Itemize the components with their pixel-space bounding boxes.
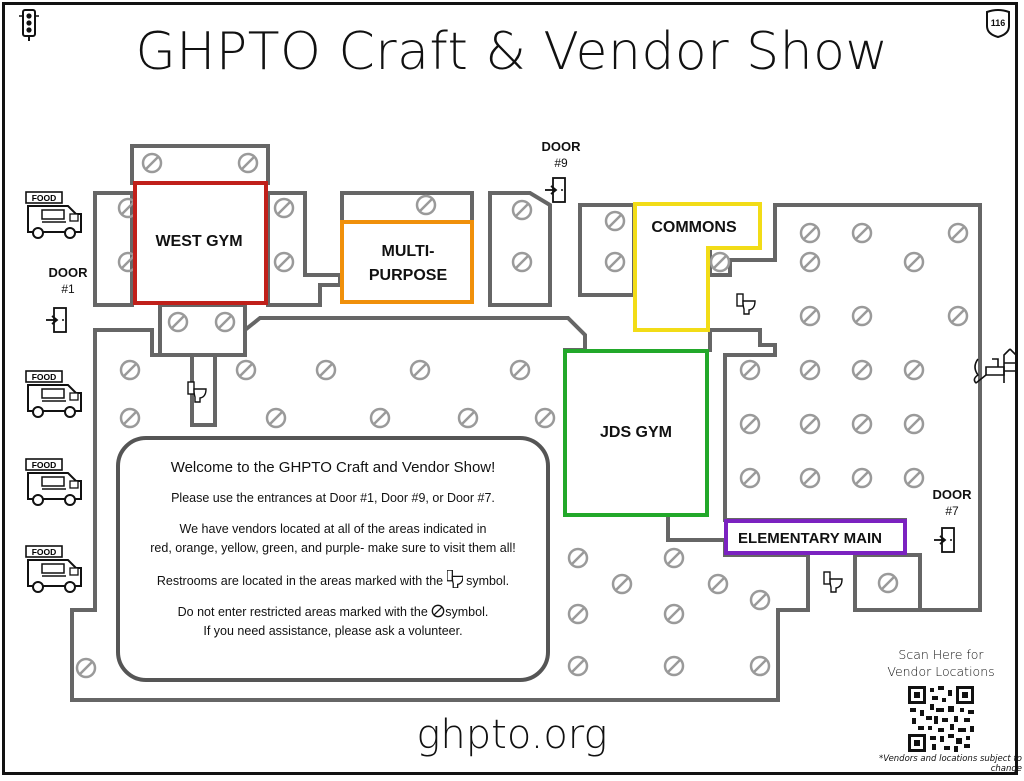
jds-gym-label: JDS GYM xyxy=(600,424,672,441)
commons-label: COMMONS xyxy=(651,219,737,236)
website-url[interactable]: ghpto.org xyxy=(416,712,608,758)
door1-label: DOOR xyxy=(49,265,89,280)
multipurpose-area[interactable] xyxy=(340,220,474,304)
welcome-restricted-text: Do not enter restricted areas marked wit… xyxy=(177,605,428,619)
door1-number: #1 xyxy=(61,282,75,296)
route-badge-number: 116 xyxy=(990,18,1006,28)
playground-icon xyxy=(973,348,1017,384)
scan-line1: Scan Here for xyxy=(898,647,984,662)
svg-text:FOOD: FOOD xyxy=(32,460,57,470)
vendor-areas xyxy=(133,181,907,555)
welcome-entrances: Please use the entrances at Door #1, Doo… xyxy=(171,491,495,505)
route-badge-icon: 116 xyxy=(984,8,1012,38)
welcome-restrooms-suffix: symbol. xyxy=(466,574,510,588)
west-gym-area[interactable] xyxy=(133,181,268,305)
food-truck-icon: FOOD xyxy=(25,458,82,506)
scan-line2: Vendor Locations xyxy=(887,664,995,679)
food-truck-icon: FOOD xyxy=(25,370,82,418)
welcome-assistance: If you need assistance, please ask a vol… xyxy=(203,624,463,638)
multipurpose-label-line1: MULTI- xyxy=(381,243,434,260)
multipurpose-label-line2: PURPOSE xyxy=(369,267,448,284)
welcome-restrooms-text: Restrooms are located in the areas marke… xyxy=(156,574,444,588)
welcome-restrooms: Restrooms are located in the areas marke… xyxy=(120,569,546,591)
food-truck-icon: FOOD xyxy=(25,545,82,593)
jds-gym-area[interactable] xyxy=(563,349,709,517)
door-entry-icon xyxy=(933,527,955,553)
door-entry-icon xyxy=(45,307,67,333)
traffic-light-icon xyxy=(19,9,39,41)
welcome-restricted: Do not enter restricted areas marked wit… xyxy=(120,603,546,641)
qr-code[interactable] xyxy=(908,686,974,752)
welcome-panel: Welcome to the GHPTO Craft and Vendor Sh… xyxy=(116,436,550,682)
welcome-vendors: We have vendors located at all of the ar… xyxy=(120,520,546,558)
elementary-main-label: ELEMENTARY MAIN xyxy=(738,530,882,547)
west-gym-label: WEST GYM xyxy=(155,233,242,250)
page-title: GHPTO Craft & Vendor Show xyxy=(135,22,889,82)
toilet-icon xyxy=(445,569,464,589)
welcome-vendors-line1: We have vendors located at all of the ar… xyxy=(179,522,487,536)
welcome-heading: Welcome to the GHPTO Craft and Vendor Sh… xyxy=(170,459,496,476)
door7-number: #7 xyxy=(945,504,959,518)
disclaimer-note: *Vendors and locations subject to change xyxy=(879,754,1022,774)
restricted-icon xyxy=(431,604,445,618)
welcome-restricted-suffix: symbol. xyxy=(445,605,489,619)
door9-label: DOOR xyxy=(542,139,582,154)
welcome-vendors-line2: red, orange, yellow, green, and purple- … xyxy=(150,541,516,555)
elementary-main-area[interactable] xyxy=(724,519,907,555)
svg-text:FOOD: FOOD xyxy=(32,372,57,382)
commons-area[interactable] xyxy=(633,202,762,332)
svg-text:FOOD: FOOD xyxy=(32,547,57,557)
toilet-icon xyxy=(736,293,756,315)
scan-instructions: Scan Here for Vendor Locations xyxy=(876,646,1006,680)
door7-label: DOOR xyxy=(933,487,973,502)
door9-number: #9 xyxy=(554,156,568,170)
food-truck-icon: FOOD xyxy=(25,191,82,239)
door-entry-icon xyxy=(544,177,566,203)
toilet-icon xyxy=(823,571,843,593)
svg-text:FOOD: FOOD xyxy=(32,193,57,203)
